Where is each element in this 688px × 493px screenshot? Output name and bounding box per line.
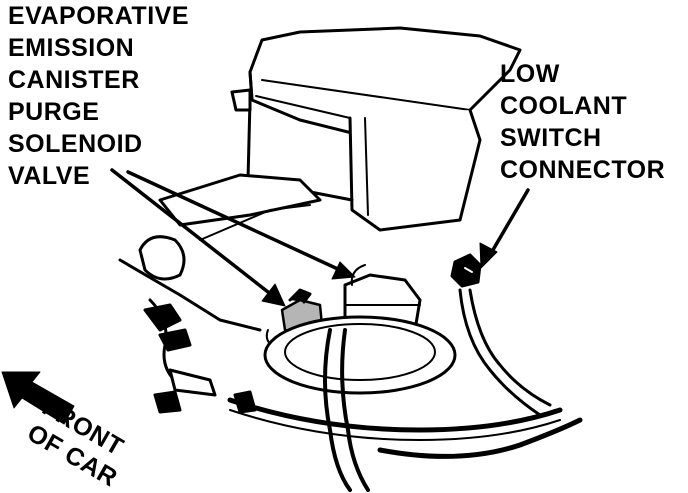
purge-valve-label-line: CANISTER (8, 66, 140, 94)
purge-valve-label-line: SOLENOID (8, 130, 143, 158)
coolant-switch-label-line: LOW (500, 60, 560, 88)
purge-valve-label-line: EVAPORATIVE (8, 2, 189, 30)
purge-valve-label: EVAPORATIVE EMISSION CANISTER PURGE SOLE… (8, 0, 189, 192)
arrowhead-assembly-icon (331, 261, 356, 280)
purge-valve-label-line: EMISSION (8, 34, 135, 62)
arrowhead-valve-icon (261, 283, 286, 307)
air-cleaner-housing (230, 26, 522, 232)
purge-valve-label-line: VALVE (8, 162, 91, 190)
arrowhead-connector-icon (479, 242, 498, 269)
central-assembly (263, 264, 457, 395)
wiring-harness (227, 390, 583, 459)
low-coolant-switch-connector (450, 253, 482, 288)
purge-valve-label-line: PURGE (8, 98, 100, 126)
coolant-switch-label-line: SWITCH (500, 124, 602, 152)
front-of-car-arrow-icon (1, 371, 75, 425)
throttle-linkage (118, 173, 322, 414)
coolant-switch-label-line: CONNECTOR (500, 156, 666, 184)
coolant-switch-label-line: COOLANT (500, 92, 628, 120)
pointer-arrows (110, 168, 530, 294)
hoses (323, 288, 552, 492)
coolant-switch-label: LOW COOLANT SWITCH CONNECTOR (500, 58, 665, 186)
